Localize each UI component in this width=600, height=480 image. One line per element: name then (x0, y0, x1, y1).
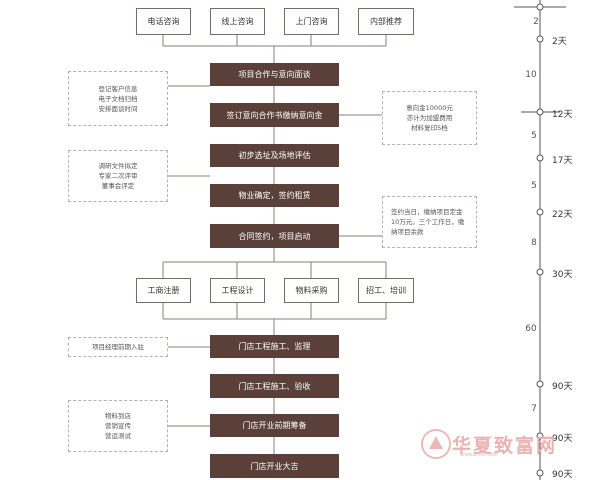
timeline-interval: 5 (531, 181, 537, 191)
timeline-day: 90天 (552, 382, 573, 392)
step-lease-signing: 物业确定，签约租赁 (210, 184, 339, 207)
step-sign-intent: 签订意向合作书缴纳意向金 (210, 103, 339, 127)
parallel-registration: 工商注册 (136, 278, 191, 303)
timeline-interval: 8 (531, 238, 537, 248)
step-site-selection: 初步选址及场地评估 (210, 144, 339, 167)
note-line: 项目经理前期入驻 (92, 343, 144, 351)
parallel-recruit-training: 招工、培训 (358, 278, 414, 303)
note-line: 意向金10000元 (406, 104, 453, 112)
timeline-interval: 7 (531, 404, 537, 414)
source-phone: 电话咨询 (136, 8, 191, 35)
step-grand-opening: 门店开业大吉 (210, 454, 339, 478)
step-construction-supervision: 门店工程施工、监理 (210, 335, 339, 358)
note-prep-tasks: 物料到店 营销宣传 营运测试 (68, 400, 168, 452)
step-opening-prep: 门店开业前期筹备 (210, 414, 339, 437)
note-line: 登记客户信息 (98, 84, 138, 93)
parallel-procurement: 物料采购 (284, 278, 339, 303)
timeline-interval: 5 (531, 131, 537, 141)
timeline-day: 22天 (552, 210, 573, 220)
watermark-url: www.zhifu.com (460, 452, 498, 458)
step-contract-launch: 合同签约，项目启动 (210, 224, 339, 248)
note-line: 亦计为加盟费用 (406, 114, 453, 122)
step-intent-interview: 项目合作与意向面谈 (210, 63, 339, 86)
timeline-day: 90天 (552, 434, 573, 444)
note-project-manager: 项目经理前期入驻 (68, 337, 168, 357)
note-line: 签约当日，缴纳项目定金 (391, 208, 463, 216)
parallel-design: 工程设计 (210, 278, 265, 303)
note-line: 安排面谈时间 (98, 104, 138, 113)
timeline-day: 12天 (552, 110, 573, 120)
source-online: 线上咨询 (210, 8, 265, 35)
watermark: 华夏致富网 www.zhifu.com (420, 428, 557, 460)
timeline-day: 2天 (552, 37, 567, 47)
timeline-day: 17天 (552, 156, 573, 166)
source-referral: 内部推荐 (358, 8, 414, 35)
timeline-day: 30天 (552, 270, 573, 280)
source-visit: 上门咨询 (284, 8, 339, 35)
note-line: 纳项目余款 (391, 228, 424, 236)
note-line: 电子文档归档 (98, 94, 138, 103)
note-line: 营运测试 (105, 432, 131, 440)
timeline-interval: 10 (525, 70, 537, 80)
note-research: 调研文件拟定 专家二次评审 董事会评定 (68, 150, 168, 202)
watermark-logo-icon (421, 429, 451, 459)
timeline-interval: 2 (533, 17, 539, 27)
note-line: 专家二次评审 (98, 172, 138, 180)
watermark-text: 华夏致富网 (452, 434, 558, 457)
note-line: 调研文件拟定 (98, 162, 138, 170)
note-signing-payment: 签约当日，缴纳项目定金 10万元。三个工作日，缴 纳项目余款 (382, 196, 477, 248)
note-line: 材料复印5档 (411, 124, 448, 132)
note-line: 物料到店 (105, 412, 131, 420)
note-line: 营销宣传 (105, 422, 131, 430)
timeline-interval: 60 (525, 324, 537, 334)
note-deposit: 意向金10000元 亦计为加盟费用 材料复印5档 (382, 91, 477, 145)
note-line: 董事会评定 (101, 182, 135, 190)
step-construction-acceptance: 门店工程施工、验收 (210, 374, 339, 398)
note-client-info: 登记客户信息 电子文档归档 安排面谈时间 (68, 71, 168, 126)
note-line: 10万元。三个工作日，缴 (391, 218, 465, 226)
timeline-day: 90天 (552, 470, 573, 480)
